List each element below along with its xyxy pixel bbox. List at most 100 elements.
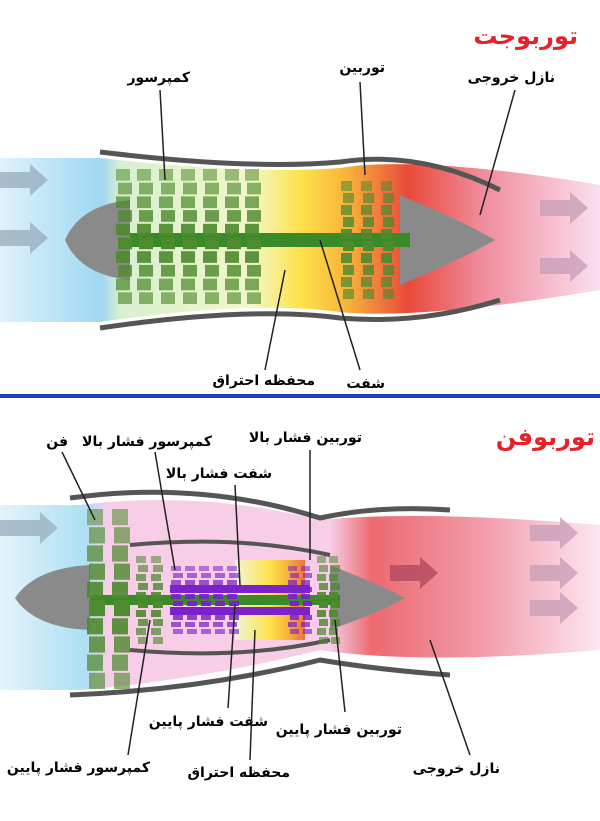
lp-turbine-blade — [319, 637, 328, 644]
compressor-blade — [161, 264, 175, 277]
hp-turbine-blade — [303, 615, 312, 620]
hp-turbine-blade — [290, 615, 299, 620]
compressor-blade — [203, 251, 217, 263]
label-lp-shaft: شفت فشار پایین — [149, 714, 268, 730]
hp-compressor-blade — [213, 622, 223, 627]
compressor-blade — [247, 237, 261, 250]
turbine-blade — [381, 229, 392, 239]
fan-blade — [87, 654, 103, 671]
hp-compressor-blade — [227, 580, 237, 585]
lp-compressor-blade — [151, 556, 161, 563]
hp-compressor-blade — [201, 601, 211, 606]
turbofan-arrows — [0, 512, 578, 624]
hp-compressor-blade — [215, 587, 225, 592]
hp-compressor-blade — [201, 587, 211, 592]
compressor-blade — [205, 237, 219, 250]
label-turbofan-nozzle: نازل خروجی — [413, 761, 500, 777]
compressor-blade — [205, 264, 219, 277]
hp-compressor-blade — [213, 566, 223, 571]
compressor-blade — [118, 237, 132, 250]
hp-compressor-blade — [199, 566, 209, 571]
fan-blade — [114, 600, 130, 617]
turbine-blade — [343, 217, 354, 227]
lp-compressor-blade — [136, 556, 146, 563]
hp-compressor-blade — [199, 608, 209, 613]
compressor-blade — [183, 210, 197, 222]
compressor-blade — [203, 278, 217, 291]
compressor-blade — [205, 182, 219, 195]
hp-compressor-blade — [213, 580, 223, 585]
fan-blade — [89, 527, 105, 544]
hp-compressor-blade — [173, 615, 183, 620]
hp-compressor-blade — [171, 594, 181, 599]
lp-compressor-blade — [151, 628, 161, 635]
turbine-blade — [341, 277, 352, 287]
compressor-blade — [161, 292, 175, 304]
compressor-blade — [227, 264, 241, 277]
turbine-blade — [361, 205, 372, 215]
label-turbofan-combustor: محفظه احتراق — [188, 765, 290, 781]
compressor-blade — [159, 196, 173, 209]
hp-compressor-blade — [171, 608, 181, 613]
turbojet-arrows — [0, 164, 588, 282]
lp-compressor-blade — [151, 610, 161, 617]
lp-turbine-blade — [319, 601, 328, 608]
hp-compressor-blade — [229, 573, 239, 578]
hp-turbine-blade — [290, 629, 299, 634]
compressor-blade — [159, 223, 173, 236]
fan-blade — [114, 636, 130, 653]
compressor-blade — [203, 169, 217, 181]
compressor-blade — [161, 182, 175, 195]
lp-turbine-blade — [319, 583, 328, 590]
hp-compressor-blade — [185, 594, 195, 599]
compressor-blade — [225, 278, 239, 291]
compressor-blade — [245, 251, 259, 263]
lp-turbine-blade — [329, 592, 338, 599]
compressor-blade — [139, 264, 153, 277]
hp-compressor-blade — [187, 629, 197, 634]
compressor-blade — [137, 196, 151, 209]
compressor-blade — [227, 237, 241, 250]
hp-compressor-blade — [201, 615, 211, 620]
hp-compressor-blade — [215, 615, 225, 620]
hp-compressor-blade — [229, 587, 239, 592]
compressor-blade — [183, 292, 197, 304]
turbojet-shaft — [130, 233, 410, 247]
hp-compressor-blade — [173, 601, 183, 606]
turbine-blade — [381, 205, 392, 215]
lp-turbine-blade — [319, 619, 328, 626]
compressor-blade — [181, 223, 195, 236]
compressor-blade — [116, 251, 130, 263]
compressor-blade — [183, 264, 197, 277]
hp-compressor-blade — [171, 566, 181, 571]
compressor-blade — [183, 182, 197, 195]
turbofan-casing-bottom — [69, 657, 451, 698]
hp-compressor-blade — [227, 566, 237, 571]
fan-blade — [87, 545, 103, 562]
compressor-blade — [225, 196, 239, 209]
compressor-blade — [203, 196, 217, 209]
compressor-blade — [183, 237, 197, 250]
turbojet-spinner — [65, 200, 130, 280]
label-lp-turbine: توربین فشار پایین — [276, 722, 402, 738]
turbine-blade — [363, 193, 374, 203]
lp-compressor-blade — [153, 601, 163, 608]
hp-compressor-blade — [215, 629, 225, 634]
turbine-blade — [341, 205, 352, 215]
lp-turbine-blade — [317, 574, 326, 581]
fan-blade — [89, 636, 105, 653]
compressor-blade — [139, 292, 153, 304]
compressor-blade — [159, 251, 173, 263]
hp-compressor-blade — [199, 594, 209, 599]
compressor-blade — [116, 278, 130, 291]
turbine-blade — [363, 289, 374, 299]
lp-compressor-blade — [138, 583, 148, 590]
hp-turbine-blade — [290, 601, 299, 606]
turbine-blade — [383, 265, 394, 275]
compressor-blade — [118, 292, 132, 304]
label-nozzle: نازل خروجی — [468, 70, 555, 86]
hp-turbine-blade — [288, 594, 297, 599]
compressor-blade — [247, 210, 261, 222]
hp-compressor-blade — [171, 622, 181, 627]
fan-blade — [89, 672, 105, 689]
